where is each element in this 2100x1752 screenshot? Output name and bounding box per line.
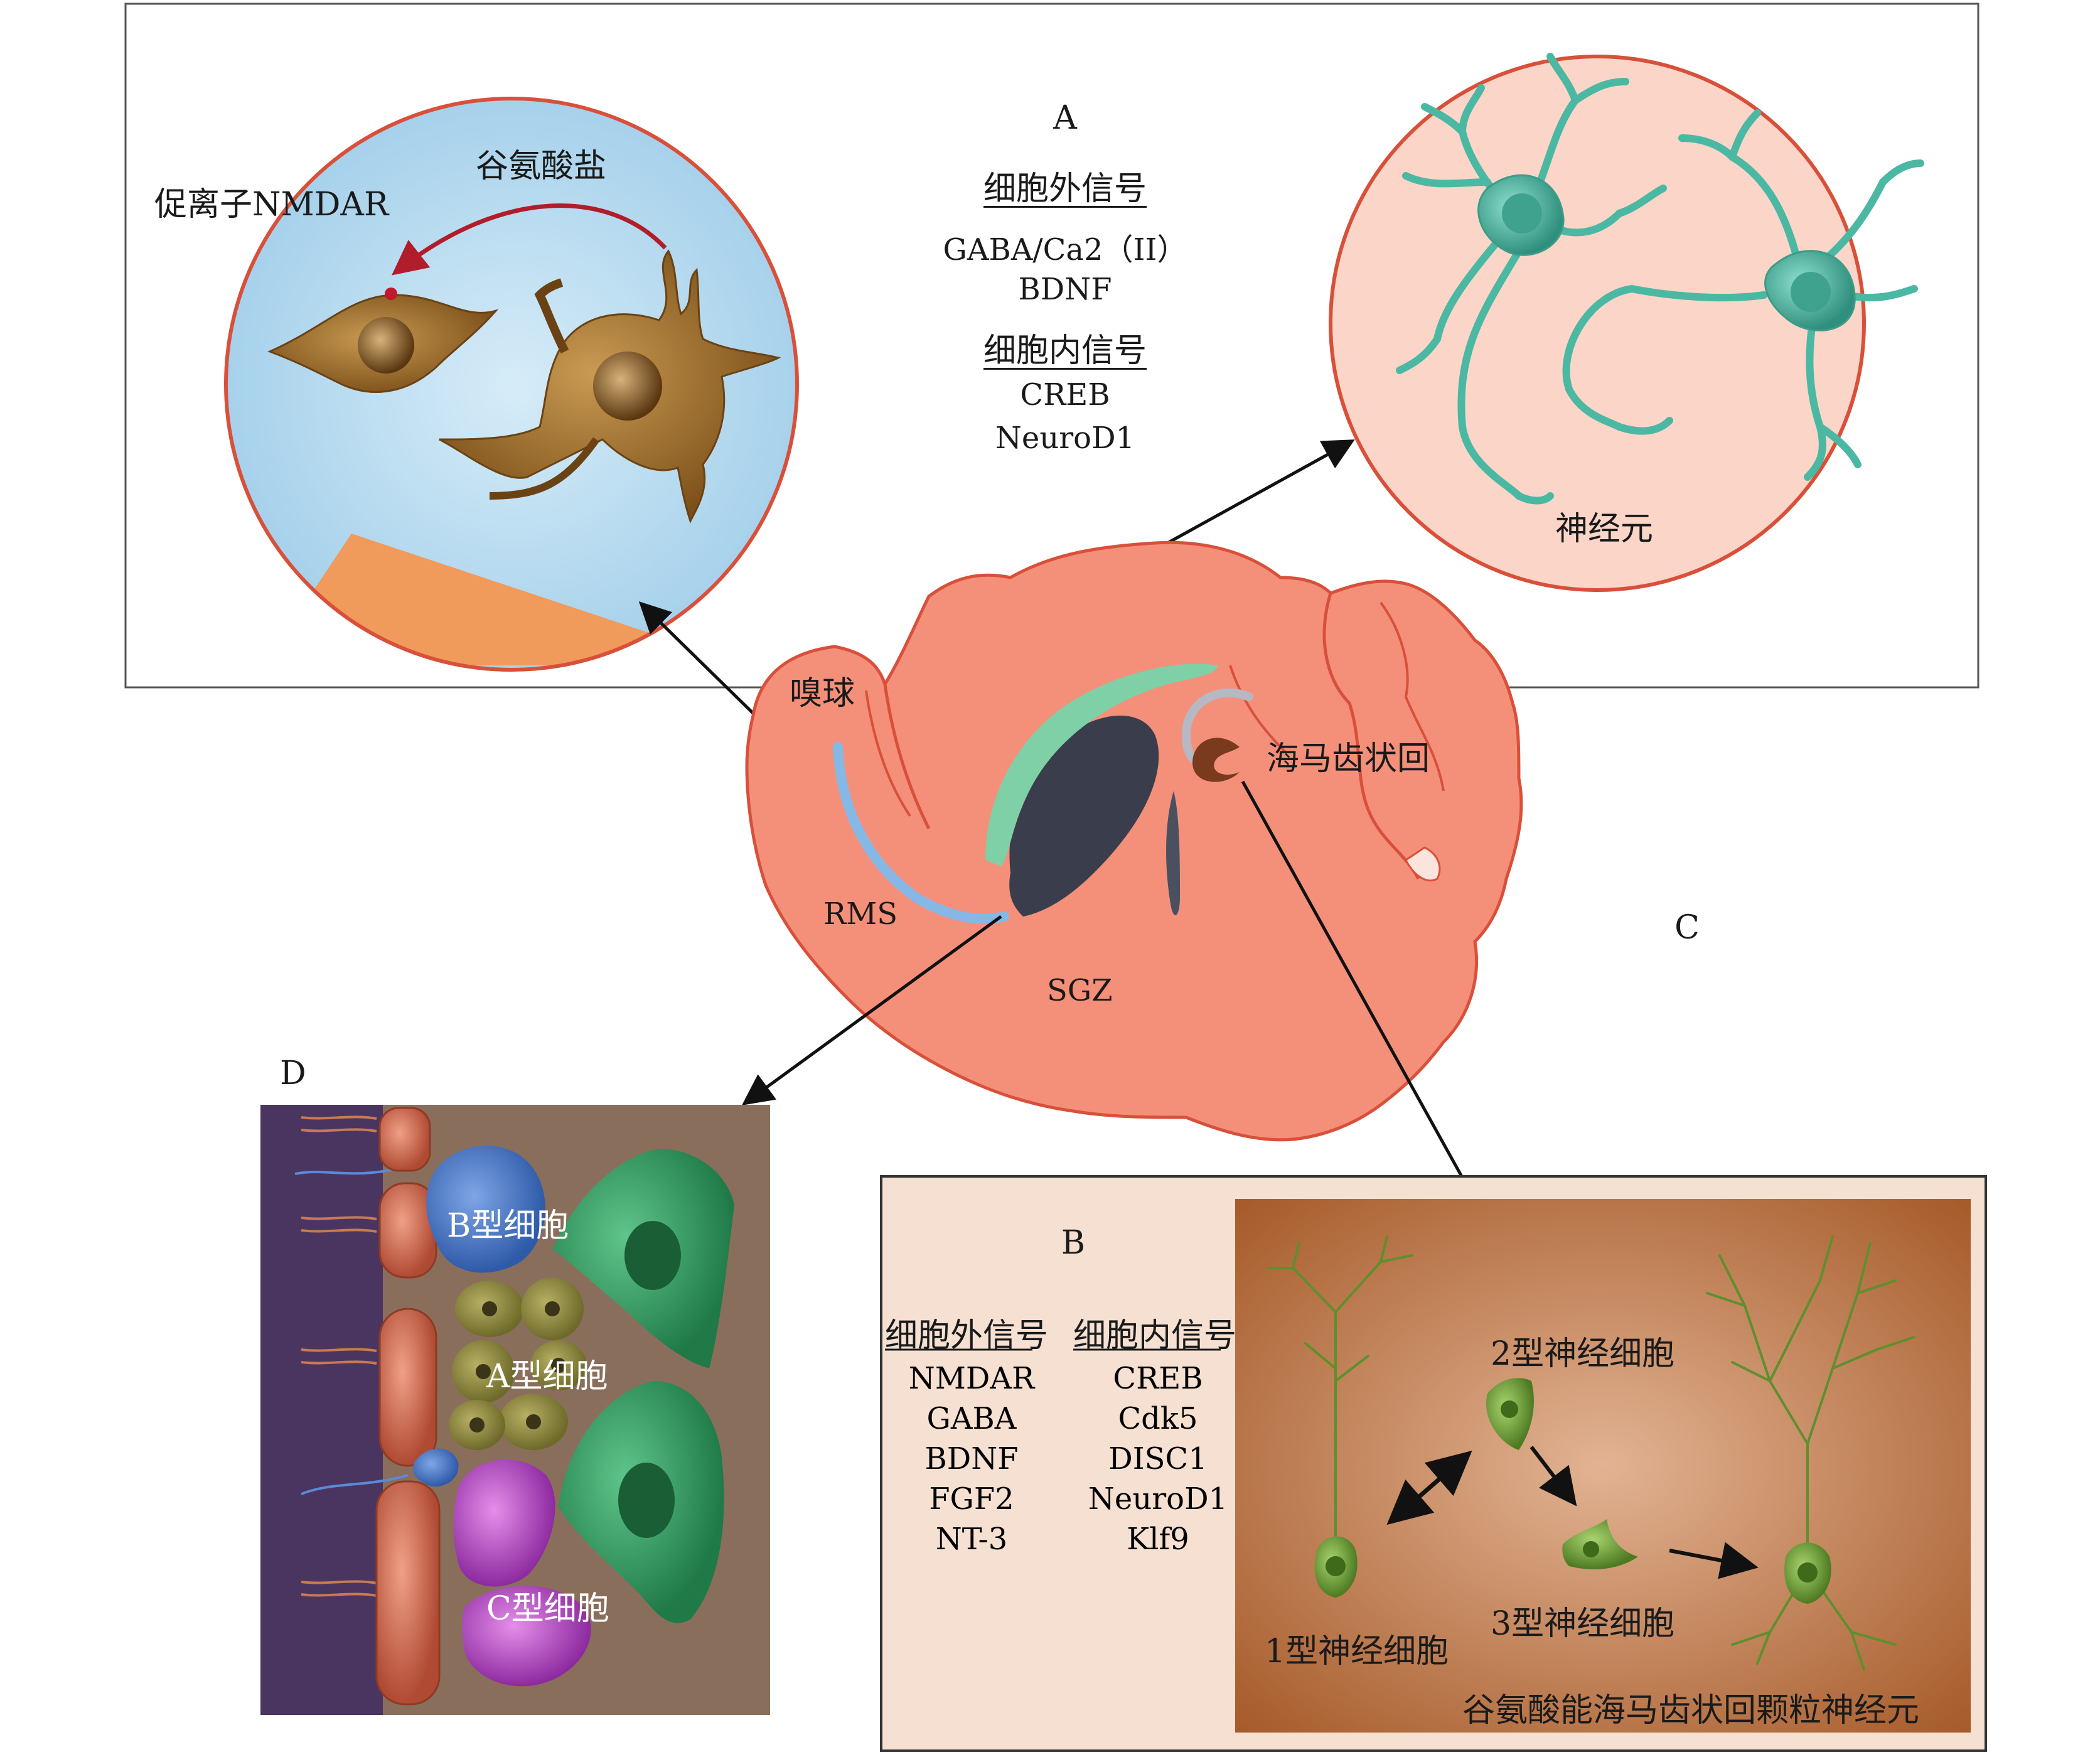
left-circle-synapse: [224, 97, 799, 672]
panel-b-extracellular-heading: 细胞外信号: [885, 1317, 1049, 1355]
corpus-strip: [985, 664, 1218, 866]
dentate-gyrus-label: 海马齿状回: [1267, 740, 1430, 778]
type-c-cell-lower: [462, 1586, 591, 1687]
nmdar-label: 促离子NMDAR: [154, 186, 389, 223]
intracellular-signal: DISC1: [1108, 1441, 1208, 1476]
hippocampus-gray: [1181, 688, 1253, 767]
panel-d-letter: D: [280, 1055, 306, 1092]
extracellular-signal: BDNF: [924, 1441, 1019, 1476]
type-b-label: B型细胞: [447, 1207, 569, 1245]
brain-section: [745, 540, 1523, 1142]
type3-neuron: [1562, 1519, 1638, 1569]
panel-b-extracellular-list: NMDAR GABA BDNF FGF2 NT-3: [909, 1358, 1034, 1559]
panel-a-intracellular-item: CREB: [1020, 377, 1110, 412]
glutamate-label: 谷氨酸盐: [476, 148, 607, 185]
panel-d: [260, 1105, 770, 1715]
intracellular-signal: NeuroD1: [1088, 1481, 1228, 1517]
arrow-2-to-3: [1529, 1446, 1577, 1507]
right-circle-neurons: [1329, 53, 1924, 592]
panel-a-extracellular-heading: 细胞外信号: [983, 170, 1147, 208]
panel-b-intracellular-heading: 细胞内信号: [1073, 1317, 1237, 1355]
brain-outline: [745, 540, 1523, 1142]
panel-a-letter: A: [1053, 99, 1077, 137]
sgz-label: SGZ: [1047, 973, 1113, 1008]
panel-b-intracellular-list: CREB Cdk5 DISC1 NeuroD1 Klf9: [1088, 1358, 1228, 1559]
panel-a-extracellular-item: BDNF: [1018, 272, 1112, 307]
panel-a-intracellular-heading: 细胞内信号: [983, 332, 1147, 370]
glutamate-arrow: [391, 203, 667, 276]
type1-label: 1型神经细胞: [1265, 1633, 1449, 1670]
dentate-gyrus-shape: [1192, 738, 1240, 782]
type-c-label: C型细胞: [486, 1590, 609, 1628]
neuron-label: 神经元: [1555, 510, 1654, 548]
intracellular-signal: CREB: [1113, 1361, 1203, 1396]
olfactory-bulb-label: 嗅球: [790, 675, 855, 712]
panel-a-intracellular-item: NeuroD1: [995, 421, 1135, 456]
striatum: [1009, 716, 1159, 916]
panel-b: [880, 1175, 1987, 1752]
type-c-cell-upper: [453, 1459, 555, 1587]
type2-label: 2型神经细胞: [1491, 1335, 1675, 1373]
type-b-cell: [426, 1146, 545, 1273]
arrow-to-panel-b: [1241, 780, 1484, 1217]
extracellular-signal: NMDAR: [908, 1361, 1035, 1396]
panel-c-letter: C: [1674, 909, 1700, 947]
extracellular-signal: GABA: [926, 1401, 1017, 1436]
arrow-1-to-2: [1386, 1450, 1472, 1525]
type-a-label: A型细胞: [486, 1358, 608, 1395]
extracellular-signal: NT-3: [935, 1522, 1008, 1557]
panel-a-extracellular-item: GABA/Ca2（II）: [943, 232, 1187, 267]
extracellular-signal: FGF2: [929, 1481, 1014, 1517]
intracellular-signal: Cdk5: [1118, 1401, 1198, 1436]
panel-b-letter: B: [1061, 1224, 1086, 1262]
type3-label: 3型神经细胞: [1491, 1605, 1675, 1643]
rms-label: RMS: [823, 896, 898, 932]
arrow-to-panel-d: [741, 915, 1002, 1105]
intracellular-signal: Klf9: [1127, 1522, 1189, 1557]
panel-b-caption: 谷氨酸能海马齿状回颗粒神经元: [1462, 1692, 1920, 1729]
rms-stream: [833, 742, 1009, 924]
arrow-3-to-mature: [1669, 1542, 1759, 1579]
